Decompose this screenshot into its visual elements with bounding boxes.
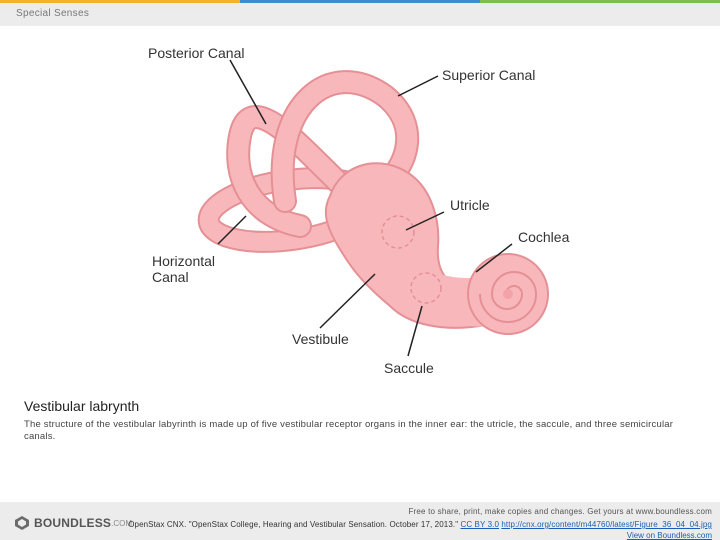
- logo-suffix: .COM: [111, 518, 133, 528]
- attribution-line: OpenStax CNX. "OpenStax College, Hearing…: [128, 520, 712, 529]
- labyrinth-illustration: [197, 70, 549, 335]
- accent-stripe-green: [480, 0, 720, 3]
- view-on-boundless-link[interactable]: View on Boundless.com: [626, 531, 712, 540]
- boundless-logo-icon: [15, 516, 29, 530]
- label-posterior-canal: Posterior Canal: [148, 45, 245, 61]
- utricle-outline: [381, 215, 415, 249]
- horizontal-canal-leader: [217, 215, 247, 245]
- label-cochlea: Cochlea: [518, 229, 570, 245]
- boundless-logo[interactable]: BOUNDLESS .COM: [14, 515, 132, 531]
- vestibule-leader: [319, 273, 376, 329]
- caption-title: Vestibular labrynth: [24, 398, 140, 414]
- label-saccule: Saccule: [384, 360, 434, 376]
- source-link[interactable]: http://cnx.org/content/m44760/latest/Fig…: [501, 520, 712, 529]
- label-superior-canal: Superior Canal: [442, 67, 535, 83]
- utricle-leader: [405, 211, 445, 231]
- posterior-canal-leader: [229, 59, 267, 125]
- label-utricle: Utricle: [450, 197, 490, 213]
- saccule-leader: [407, 305, 423, 357]
- accent-stripe-blue: [240, 0, 480, 3]
- attribution-text: OpenStax CNX. "OpenStax College, Hearing…: [128, 520, 459, 529]
- label-horizontal-canal-line1: Horizontal: [152, 253, 215, 269]
- cochlea-leader: [475, 243, 513, 273]
- accent-stripe-yellow: [0, 0, 240, 3]
- saccule-outline: [410, 272, 442, 304]
- superior-canal-leader: [397, 75, 439, 97]
- section-title: Special Senses: [16, 8, 90, 19]
- footer: BOUNDLESS .COM Free to share, print, mak…: [0, 502, 720, 540]
- caption-text: The structure of the vestibular labyrint…: [24, 419, 674, 442]
- label-horizontal-canal-line2: Canal: [152, 269, 189, 285]
- logo-text: BOUNDLESS: [34, 516, 112, 530]
- label-vestibule: Vestibule: [292, 331, 349, 347]
- license-notice: Free to share, print, make copies and ch…: [408, 507, 712, 516]
- license-link[interactable]: CC BY 3.0: [460, 520, 500, 529]
- top-bar: Special Senses: [0, 0, 720, 26]
- vestibular-labyrinth-diagram: Posterior Canal Superior Canal Utricle C…: [148, 45, 570, 376]
